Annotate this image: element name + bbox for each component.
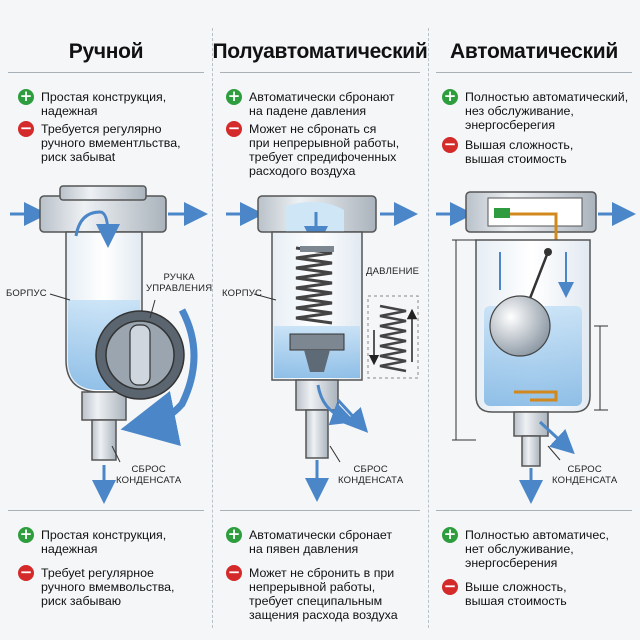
drain-label: СБРОС КОНДЕНСАТА bbox=[552, 464, 618, 486]
column-title: Полуавтоматический bbox=[212, 40, 428, 63]
head-cap bbox=[59, 185, 147, 201]
con-text: Выше сложность, вышая стоимость bbox=[465, 580, 567, 608]
con-text: Может не сбронать ся при непрерывной раб… bbox=[249, 122, 400, 178]
con-item-bottom: − Может не сбронить в при непрерывной ра… bbox=[226, 563, 398, 622]
section-divider bbox=[220, 510, 420, 511]
pilot-valve bbox=[494, 208, 510, 218]
column-separator-2 bbox=[428, 28, 429, 628]
section-divider bbox=[8, 510, 204, 511]
pressure-label: ДАВЛЕНИЕ bbox=[366, 266, 420, 277]
drain-label: СБРОС КОНДЕНСАТА bbox=[116, 464, 182, 486]
pressure-inset bbox=[367, 295, 419, 379]
pro-text: Автоматически сбронает на пявен давления bbox=[249, 528, 393, 556]
column-title: Автоматический bbox=[450, 40, 618, 63]
pro-item-bottom: + Автоматически сбронает на пявен давлен… bbox=[226, 525, 393, 556]
drain-outlet bbox=[305, 409, 329, 459]
purge-arrow bbox=[538, 420, 575, 455]
drain-leader bbox=[329, 445, 341, 463]
pro-text: Простая конструкция, надежная bbox=[41, 528, 167, 556]
handle-grip bbox=[129, 324, 151, 386]
flow-arrow bbox=[74, 210, 120, 248]
pro-text: Полностью автоматичес, нет обслуживание,… bbox=[465, 528, 609, 570]
drain-leader bbox=[547, 445, 561, 461]
plus-icon: + bbox=[226, 525, 242, 543]
manual-drain-diagram bbox=[10, 185, 208, 504]
column-manual: Ручной + Простая конструкция, надежная −… bbox=[0, 0, 212, 640]
con-text: Требуеt регулярное ручного вмемвольства,… bbox=[41, 566, 175, 608]
plus-icon: + bbox=[226, 87, 242, 105]
plus-icon: + bbox=[442, 525, 458, 543]
con-item: − Может не сбронать ся при непрерывной р… bbox=[226, 119, 400, 178]
plus-icon: + bbox=[442, 87, 458, 105]
semi-automatic-drain-diagram bbox=[226, 195, 419, 502]
con-item-bottom: − Требуеt регулярное ручного вмемвольств… bbox=[18, 563, 175, 608]
con-text: Требуется регулярно ручного вмементльств… bbox=[41, 122, 181, 164]
float-ball bbox=[489, 295, 551, 357]
pro-text: Простая конструкция, надежная bbox=[41, 90, 167, 118]
handle-leader bbox=[149, 299, 156, 319]
pro-item-bottom: + Простая конструкция, надежная bbox=[18, 525, 167, 556]
con-item: − Вышая сложность, вышая стоимость bbox=[442, 135, 574, 166]
drain-neck bbox=[295, 379, 339, 411]
minus-icon: − bbox=[18, 563, 34, 581]
inset-spring bbox=[379, 304, 407, 373]
pro-item-bottom: + Полностью автоматичес, нет обслуживани… bbox=[442, 525, 609, 570]
plus-icon: + bbox=[18, 87, 34, 105]
lever-pivot bbox=[544, 248, 552, 256]
column-automatic: Автоматический + Полностью автоматически… bbox=[428, 0, 640, 640]
body-leader bbox=[253, 293, 277, 301]
con-text: Может не сбронить в при непрерывной рабо… bbox=[249, 566, 398, 622]
minus-icon: − bbox=[226, 563, 242, 581]
drain-leader bbox=[111, 445, 121, 463]
valve-seat bbox=[304, 350, 330, 372]
drain-lever bbox=[514, 390, 558, 402]
column-semi-automatic: Полуавтоматический + Автоматически сброн… bbox=[212, 0, 428, 640]
head-window bbox=[487, 197, 583, 227]
pro-text: Полностью автоматический, нез обслуживан… bbox=[465, 90, 629, 132]
spring-cap bbox=[300, 246, 334, 252]
con-text: Вышая сложность, вышая стоимость bbox=[465, 138, 574, 166]
flow-arrow-side bbox=[316, 384, 356, 426]
handle-label: РУЧКА УПРАВЛЕНИЯ bbox=[146, 272, 213, 294]
minus-icon: − bbox=[442, 135, 458, 153]
minus-icon: − bbox=[442, 577, 458, 595]
title-divider bbox=[436, 72, 632, 73]
drain-neck bbox=[81, 391, 127, 421]
con-item-bottom: − Выше сложность, вышая стоимость bbox=[442, 577, 567, 608]
column-title: Ручной bbox=[68, 40, 144, 63]
body-label: БОРПУС bbox=[6, 288, 47, 299]
minus-icon: − bbox=[226, 119, 242, 137]
pro-item: + Простая конструкция, надежная bbox=[18, 87, 167, 118]
title-divider bbox=[220, 72, 420, 73]
minus-icon: − bbox=[18, 119, 34, 137]
automatic-drain-diagram bbox=[436, 191, 636, 504]
purge-arrow bbox=[336, 398, 369, 433]
drain-outlet bbox=[521, 435, 541, 467]
drain-outlet bbox=[91, 419, 117, 461]
plus-icon: + bbox=[18, 525, 34, 543]
body-label: КОРПУС bbox=[222, 288, 263, 299]
drain-label: СБРОС КОНДЕНСАТА bbox=[338, 464, 404, 486]
column-separator-1 bbox=[212, 28, 213, 628]
con-item: − Требуется регулярно ручного вмементльс… bbox=[18, 119, 181, 164]
section-divider bbox=[436, 510, 632, 511]
title-divider bbox=[8, 72, 204, 73]
flow-arrows bbox=[499, 252, 566, 290]
piston bbox=[289, 333, 345, 351]
pro-item: + Автоматически сбронают на падене давле… bbox=[226, 87, 395, 118]
spring bbox=[295, 246, 333, 325]
pro-item: + Полностью автоматический, нез обслужив… bbox=[442, 87, 629, 132]
pro-text: Автоматически сбронают на падене давлени… bbox=[249, 90, 395, 118]
body-leader bbox=[49, 293, 71, 301]
rotation-arrow bbox=[120, 308, 198, 446]
